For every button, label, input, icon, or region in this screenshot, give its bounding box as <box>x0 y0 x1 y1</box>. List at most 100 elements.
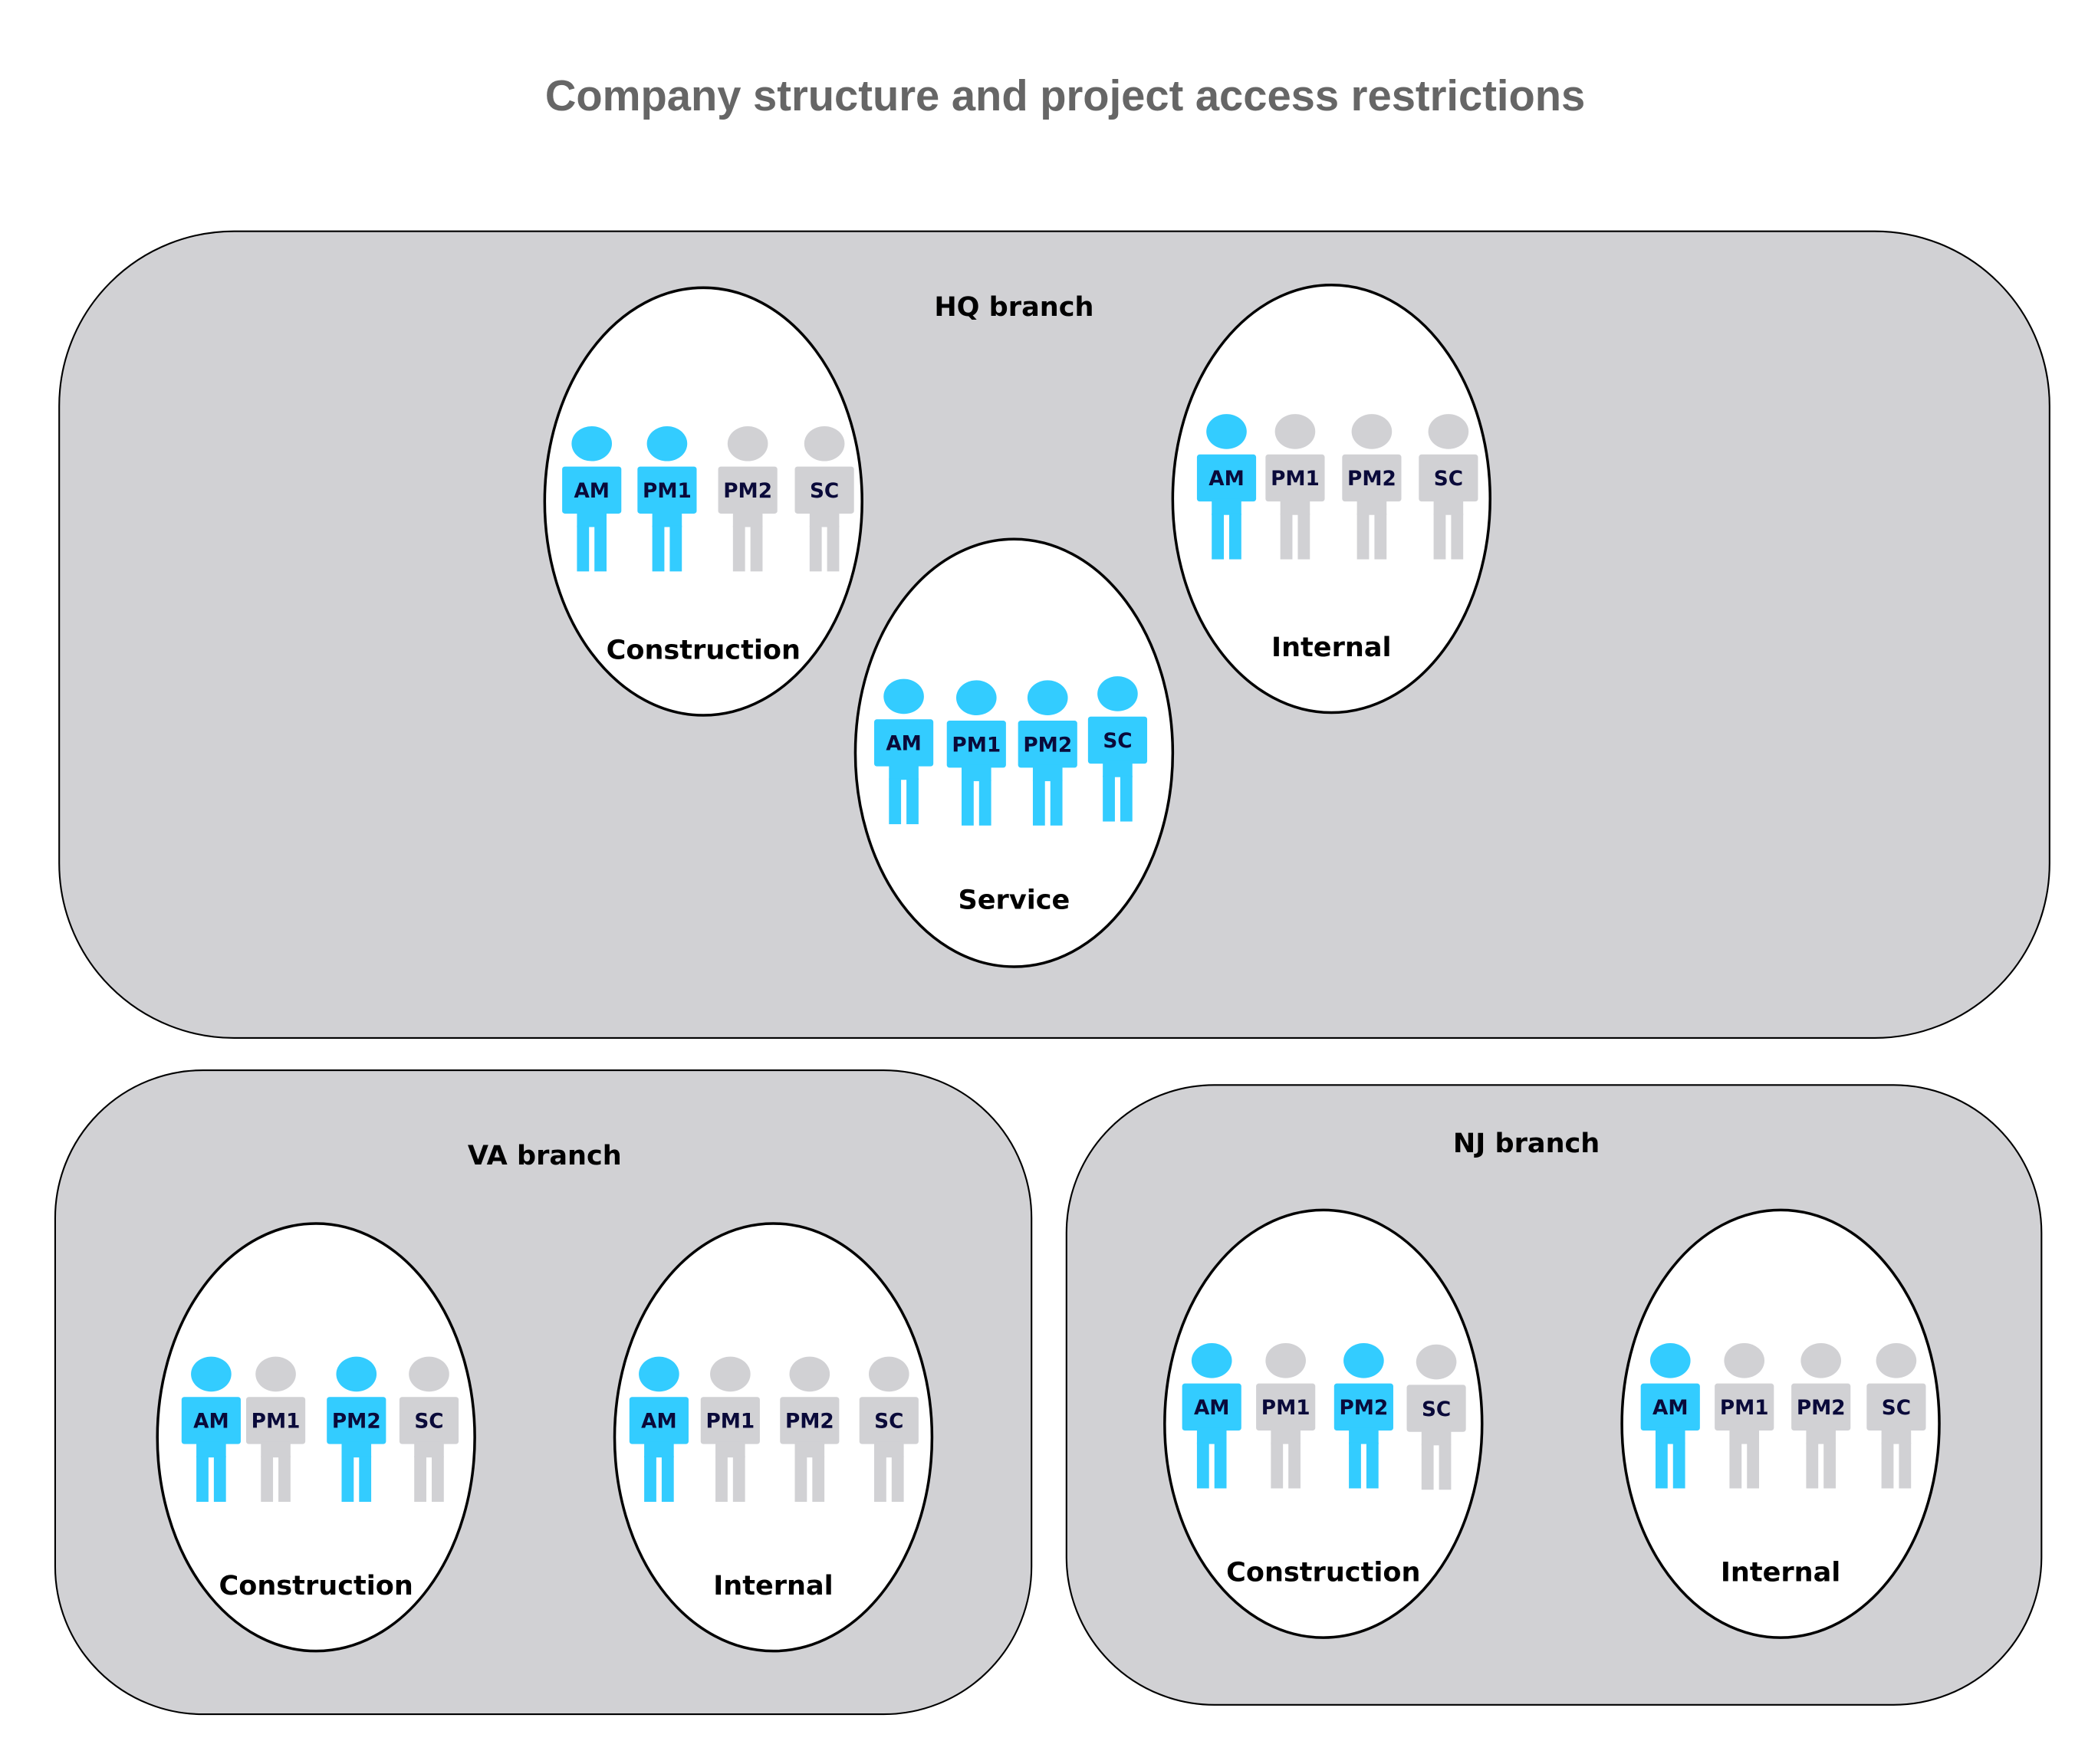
person-leg <box>1899 1442 1912 1489</box>
person-torso <box>181 1397 241 1444</box>
person-role-label: SC <box>1422 1398 1451 1421</box>
person-leg <box>261 1456 274 1503</box>
person-hips <box>1280 498 1310 515</box>
project-ellipse <box>613 1222 934 1653</box>
person-role-label: PM2 <box>1797 1397 1846 1420</box>
person-leg <box>1451 513 1464 560</box>
project-ellipse <box>1620 1208 1941 1639</box>
person-leg <box>1280 513 1293 560</box>
person-leg <box>196 1456 209 1503</box>
person-icon-pm1: PM1 <box>245 1356 306 1503</box>
person-head <box>1343 1343 1384 1378</box>
branch-title: NJ branch <box>1453 1128 1600 1159</box>
person-icon-pm1: PM1 <box>1256 1343 1316 1489</box>
person-hips <box>1356 498 1387 515</box>
person-leg <box>1349 1442 1361 1489</box>
person-head <box>255 1356 296 1392</box>
person-leg <box>1271 1442 1284 1489</box>
person-head <box>1265 1343 1306 1378</box>
person-hips <box>962 764 991 781</box>
person-role-label: PM1 <box>952 734 1001 757</box>
person-icon-pm1: PM1 <box>700 1356 760 1503</box>
person-leg <box>1881 1442 1894 1489</box>
person-head <box>1876 1343 1917 1378</box>
person-role-label: PM2 <box>723 480 772 503</box>
person-hips <box>809 511 840 527</box>
person-torso <box>1196 454 1257 502</box>
project-label: Construction <box>219 1570 413 1601</box>
person-role-label: AM <box>641 1411 677 1434</box>
person-hips <box>1806 1427 1836 1444</box>
person-leg <box>1212 513 1224 560</box>
person-leg <box>1433 513 1446 560</box>
person-hips <box>889 764 919 780</box>
person-icon-pm2: PM2 <box>1333 1343 1393 1489</box>
person-leg <box>978 780 991 826</box>
person-leg <box>1729 1442 1742 1489</box>
person-icon-sc: SC <box>794 425 854 572</box>
branch-title: VA branch <box>468 1140 622 1171</box>
person-role-label: AM <box>1194 1397 1230 1420</box>
person-hips <box>1349 1427 1379 1444</box>
person-icon-pm2: PM2 <box>327 1356 386 1503</box>
person-hips <box>261 1441 291 1458</box>
person-hips <box>874 1441 904 1458</box>
person-icon-am: AM <box>1182 1343 1241 1489</box>
person-torso <box>859 1397 919 1444</box>
person-torso <box>1087 716 1148 764</box>
person-head <box>1274 414 1316 449</box>
person-role-label: PM2 <box>1340 1397 1389 1420</box>
person-icon-pm1: PM1 <box>637 425 697 572</box>
person-leg <box>1120 775 1133 822</box>
person-leg <box>213 1456 226 1503</box>
person-torso <box>1265 454 1325 502</box>
person-hips <box>1103 760 1133 777</box>
person-head <box>1351 414 1393 449</box>
person-role-label: SC <box>810 480 839 503</box>
person-leg <box>359 1456 372 1503</box>
person-hips <box>794 1441 825 1458</box>
person-head <box>571 425 613 462</box>
person-icon-pm1: PM1 <box>946 680 1006 826</box>
person-leg <box>812 1456 825 1503</box>
person-role-label: PM1 <box>1720 1397 1769 1420</box>
person-leg <box>341 1456 354 1503</box>
person-role-label: PM2 <box>1347 468 1396 491</box>
person-icon-pm2: PM2 <box>780 1356 840 1503</box>
person-hips <box>1433 498 1464 515</box>
person-icon-sc: SC <box>1419 414 1478 560</box>
person-role-label: AM <box>886 733 922 756</box>
person-role-label: SC <box>1882 1397 1911 1420</box>
person-leg <box>962 780 974 826</box>
person-hips <box>341 1441 372 1458</box>
person-torso <box>1406 1385 1466 1432</box>
person-icon-pm2: PM2 <box>1342 414 1402 560</box>
person-hips <box>1271 1427 1301 1444</box>
person-torso <box>245 1397 306 1444</box>
person-role-label: PM2 <box>332 1411 381 1434</box>
person-hips <box>414 1441 444 1458</box>
person-head <box>804 425 845 462</box>
person-leg <box>1214 1442 1227 1489</box>
person-icon-sc: SC <box>859 1356 919 1503</box>
project-label: Internal <box>1721 1556 1840 1588</box>
person-leg <box>1297 513 1310 560</box>
person-icon-sc: SC <box>1087 676 1148 822</box>
person-leg <box>1439 1444 1452 1490</box>
project-ellipse <box>1171 284 1492 714</box>
person-leg <box>715 1456 728 1503</box>
person-leg <box>644 1456 656 1503</box>
person-role-label: SC <box>874 1411 903 1434</box>
person-icon-am: AM <box>1196 414 1257 560</box>
person-hips <box>652 511 682 527</box>
person-role-label: PM2 <box>785 1411 834 1434</box>
person-role-label: PM1 <box>1261 1397 1310 1420</box>
person-role-label: AM <box>1652 1397 1689 1420</box>
person-leg <box>732 525 745 572</box>
person-leg <box>1747 1442 1760 1489</box>
person-torso <box>629 1397 689 1444</box>
person-icon-sc: SC <box>399 1356 459 1503</box>
person-leg <box>1421 1444 1434 1490</box>
